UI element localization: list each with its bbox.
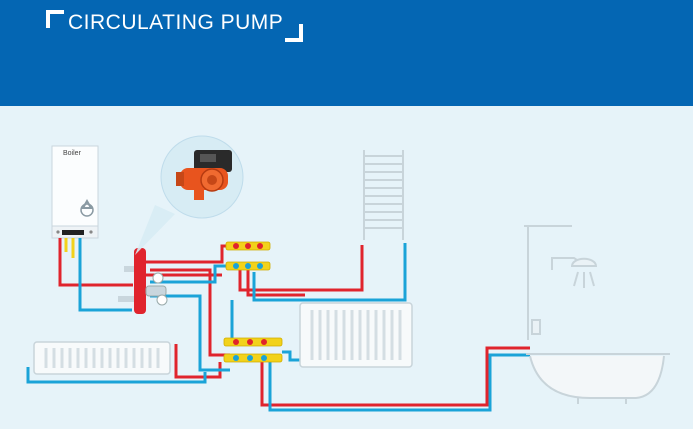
header-banner: CIRCULATING PUMP — [0, 0, 693, 106]
page-title: CIRCULATING PUMP — [68, 11, 284, 34]
panel-radiator-left — [33, 341, 171, 375]
heating-diagram: Boiler — [0, 106, 693, 429]
title-bracket-open-icon — [46, 10, 64, 28]
boiler: Boiler — [51, 145, 99, 239]
title-bracket-close-icon — [285, 24, 304, 42]
boiler-label: Boiler — [63, 150, 82, 157]
cold-water-pipes — [26, 243, 530, 412]
title-block: CIRCULATING PUMP — [46, 8, 304, 42]
bathtub-icon — [526, 353, 670, 404]
lower-manifold — [223, 337, 283, 363]
shower-icon — [524, 225, 598, 340]
upper-manifold — [225, 241, 271, 271]
towel-radiator — [363, 150, 404, 240]
circulating-pump-icon — [176, 150, 232, 200]
panel-radiator-right — [299, 302, 413, 368]
boiler-connections — [58, 238, 82, 258]
hot-water-pipes — [58, 244, 530, 407]
hydraulic-separator — [118, 248, 168, 314]
